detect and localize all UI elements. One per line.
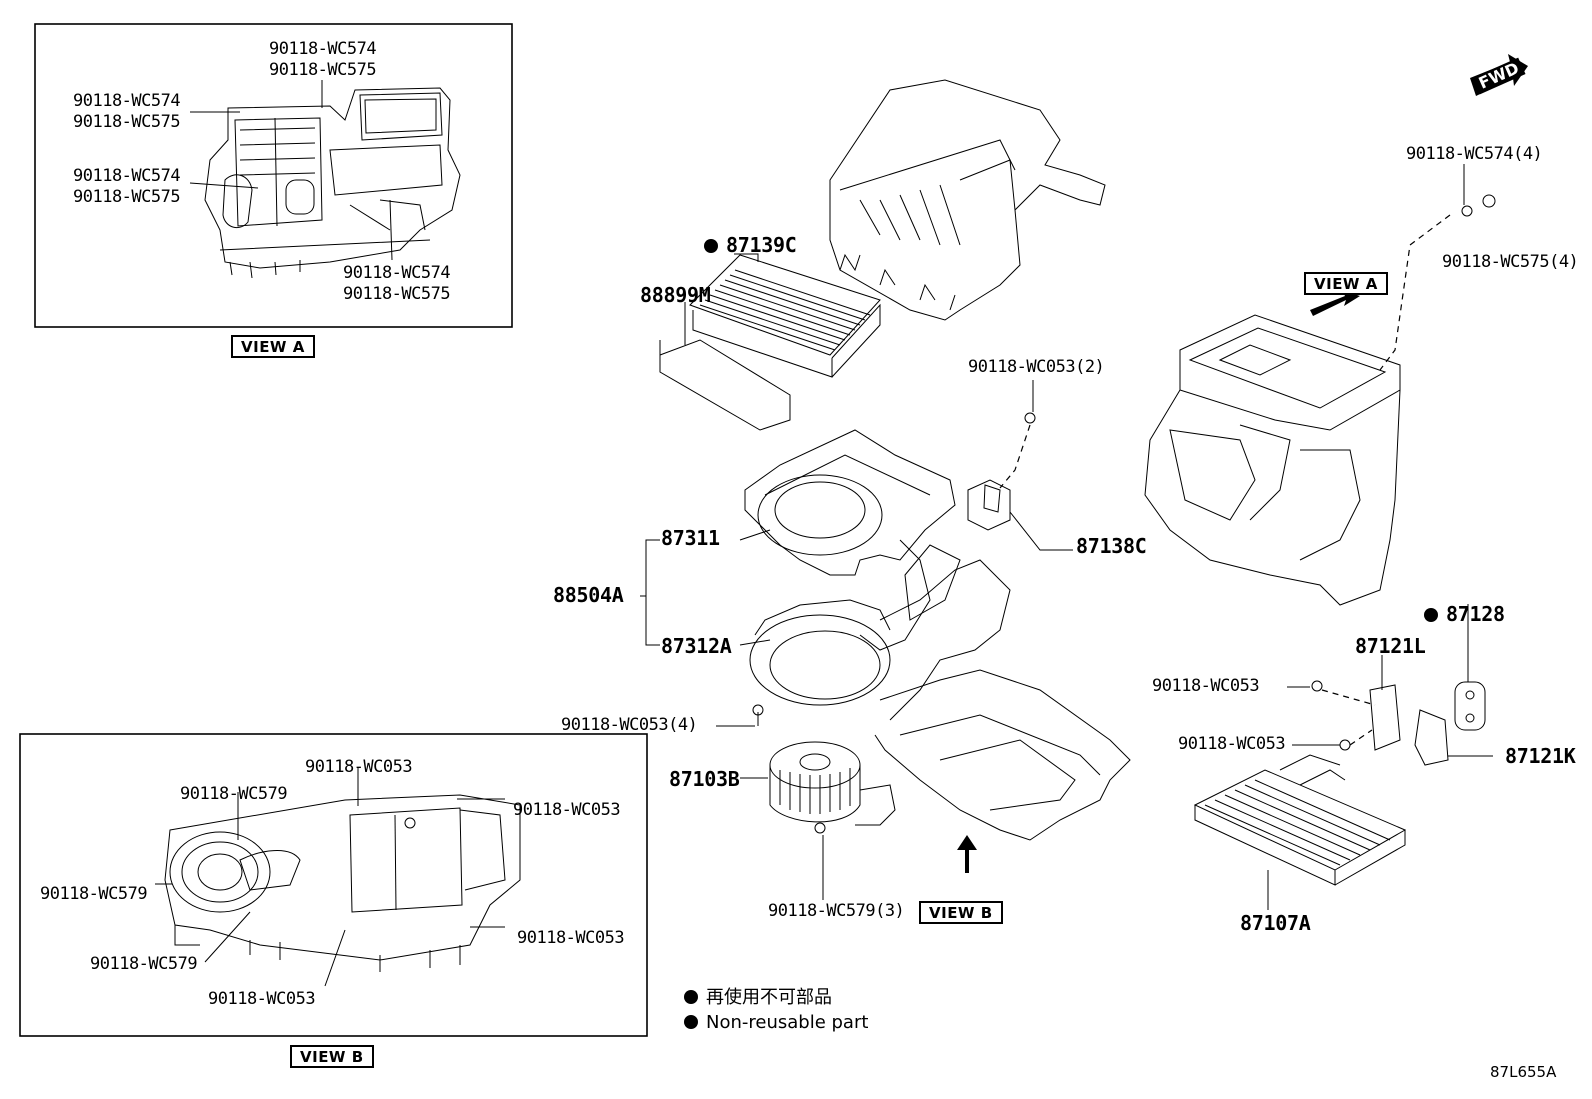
part-90118-WC574-4: 90118-WC574(4) [1406,144,1543,164]
part-90118-WC053-2: 90118-WC053(2) [968,357,1105,377]
inset-bottom-frame [19,733,648,1037]
view-b-arrow [957,835,977,873]
upper-case-art [829,79,1106,321]
inset-a-caption: VIEW A [231,335,315,358]
legend-en: Non-reusable part [684,1012,868,1033]
part-87311: 87311 [661,526,720,550]
part-87138C: 87138C [1076,534,1147,558]
inset-b-label-5: 90118-WC053 [517,928,625,948]
heater-core-art [1193,754,1407,886]
resistor-art [967,479,1011,531]
main-leaders [640,164,1493,910]
blower-case-art [744,429,956,651]
inset-a-label-7: 90118-WC574 [343,263,451,283]
inset-a-label-4: 90118-WC575 [73,112,181,132]
inset-b-label-6: 90118-WC579 [90,954,198,974]
non-reusable-dot-icon [704,239,718,253]
inset-bottom-leaders [155,768,505,987]
non-reusable-dot-icon [1424,608,1438,622]
view-b-tag: VIEW B [919,901,1003,924]
filter-art [659,254,881,431]
inset-bottom-unit [164,794,521,972]
inset-b-label-4: 90118-WC579 [40,884,148,904]
part-87312A: 87312A [661,634,732,658]
inset-a-label-5: 90118-WC574 [73,166,181,186]
part-90118-WC053-b: 90118-WC053 [1178,734,1286,754]
part-87139C-number: 87139C [726,233,797,257]
brackets-art [1369,681,1486,766]
legend-jp-text: 再使用不可部品 [706,987,832,1008]
bullet-dot-icon [684,1015,698,1029]
part-88899M: 88899M [640,283,711,307]
part-87128: 87128 [1424,604,1505,624]
inset-a-label-1: 90118-WC574 [269,39,377,59]
blower-motor-art [769,741,896,826]
inset-b-caption: VIEW B [290,1045,374,1068]
bullet-dot-icon [684,990,698,1004]
part-87121L: 87121L [1355,634,1426,658]
inset-top-leaders [189,80,393,261]
heater-unit-art [1144,314,1401,606]
inset-b-label-7: 90118-WC053 [208,989,316,1009]
part-87139C: 87139C [704,233,797,257]
part-87103B: 87103B [669,767,740,791]
drawing-code: 87L655A [1490,1063,1557,1081]
inset-a-label-2: 90118-WC575 [269,60,377,80]
inset-top-frame [34,23,513,328]
part-90118-WC053-4: 90118-WC053(4) [561,715,698,735]
view-a-tag: VIEW A [1304,272,1388,295]
inset-top-unit [204,87,461,279]
inset-a-label-6: 90118-WC575 [73,187,181,207]
inset-a-label-3: 90118-WC574 [73,91,181,111]
inset-a-label-8: 90118-WC575 [343,284,451,304]
dashed-leaders [999,214,1451,746]
legend-en-text: Non-reusable part [706,1012,869,1033]
part-90118-WC575-4: 90118-WC575(4) [1442,252,1579,272]
view-a-arrow [1310,290,1360,316]
inset-b-label-2: 90118-WC579 [180,784,288,804]
part-87121K: 87121K [1505,744,1576,768]
part-87107A: 87107A [1240,911,1311,935]
part-88504A: 88504A [553,583,624,607]
part-90118-WC053-a: 90118-WC053 [1152,676,1260,696]
inset-b-label-3: 90118-WC053 [513,800,621,820]
legend-jp: 再使用不可部品 [684,983,832,1009]
part-90118-WC579-3: 90118-WC579(3) [768,901,905,921]
inset-b-label-1: 90118-WC053 [305,757,413,777]
scroll-case-art [749,544,1131,841]
part-87128-number: 87128 [1446,602,1505,626]
